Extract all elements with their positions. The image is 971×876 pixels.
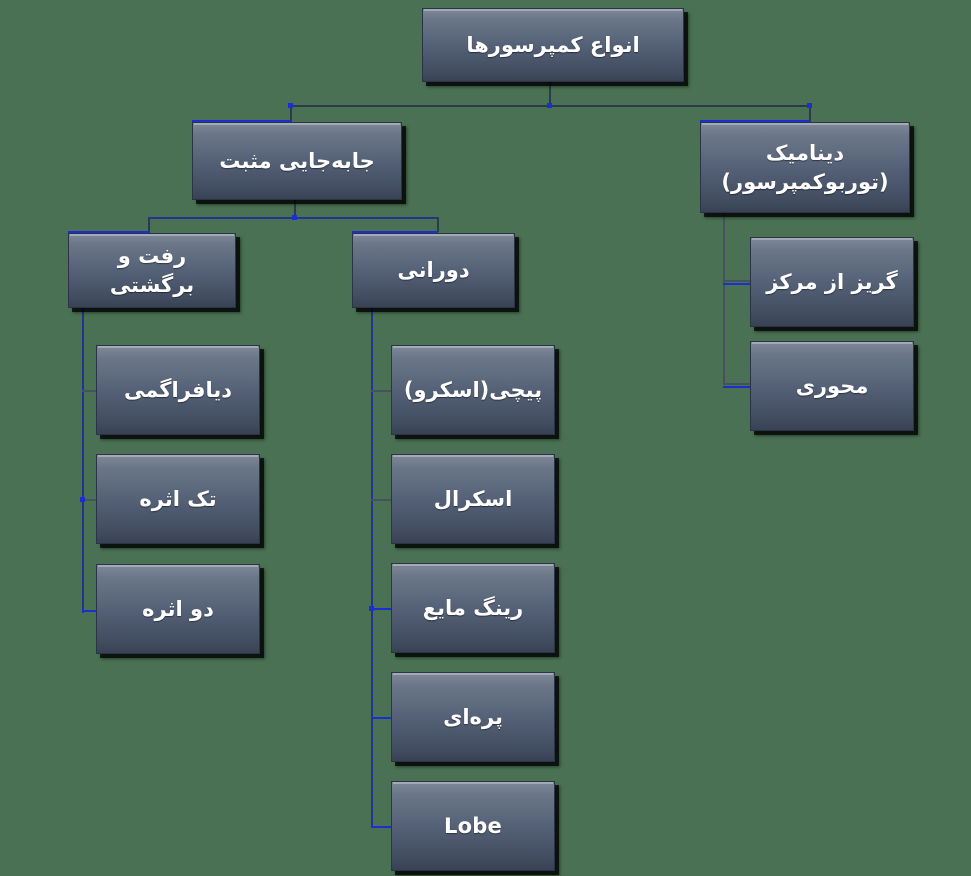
node-diaphragm[interactable]: دیافراگمی bbox=[96, 345, 260, 435]
connector-stub-lobe bbox=[371, 826, 391, 828]
connector-stub-vane bbox=[371, 717, 391, 719]
node-centrifugal[interactable]: گریز از مرکز bbox=[750, 237, 914, 327]
connector-rotary-spine bbox=[371, 308, 373, 826]
node-axial-label: محوری bbox=[795, 373, 869, 398]
node-root-label: انواع کمپرسورها bbox=[466, 32, 640, 57]
connector-to-reciprocating bbox=[148, 217, 150, 232]
node-diaphragm-label: دیافراگمی bbox=[123, 377, 233, 402]
node-scroll[interactable]: اسکرال bbox=[391, 454, 555, 544]
connector-positive-top-blue bbox=[192, 120, 291, 122]
connector-rotary-top-blue bbox=[352, 231, 438, 233]
connector-stub-screw bbox=[371, 390, 391, 392]
node-screw-label: پیچی(اسکرو) bbox=[403, 377, 543, 402]
node-scroll-label: اسکرال bbox=[433, 486, 513, 511]
node-vane[interactable]: پره‌ای bbox=[391, 672, 555, 762]
node-lobe-label: Lobe bbox=[444, 813, 502, 838]
connector-reciprocating-spine bbox=[82, 308, 84, 613]
node-single-acting-label: تک اثره bbox=[139, 486, 217, 511]
connector-positive-down bbox=[294, 200, 296, 218]
node-rotary[interactable]: دورانی bbox=[352, 233, 515, 308]
handle-bus-right bbox=[807, 103, 812, 108]
handle-positive-bus-center bbox=[292, 215, 297, 220]
connector-dynamic-top-blue bbox=[700, 120, 810, 122]
node-screw[interactable]: پیچی(اسکرو) bbox=[391, 345, 555, 435]
node-liquid-ring[interactable]: رینگ مایع bbox=[391, 563, 555, 653]
node-dynamic[interactable]: دینامیک (توربوکمپرسور) bbox=[700, 122, 910, 213]
node-liquid-ring-label: رینگ مایع bbox=[422, 595, 524, 620]
connector-dynamic-spine bbox=[723, 213, 725, 385]
node-single-acting[interactable]: تک اثره bbox=[96, 454, 260, 544]
handle-reciprocating-mid bbox=[80, 497, 85, 502]
node-vane-label: پره‌ای bbox=[443, 704, 503, 729]
node-double-acting-label: دو اثره bbox=[142, 596, 214, 621]
node-lobe[interactable]: Lobe bbox=[391, 781, 555, 871]
node-dynamic-label-line1: دینامیک bbox=[765, 141, 845, 166]
node-positive-displacement-label: جابه‌جایی مثبت bbox=[219, 148, 375, 173]
connector-stub-diaphragm bbox=[82, 390, 98, 392]
connector-root-down bbox=[549, 82, 551, 106]
connector-stub-axial bbox=[723, 386, 750, 388]
node-root[interactable]: انواع کمپرسورها bbox=[422, 8, 684, 82]
connector-bus-to-positive bbox=[290, 105, 292, 122]
node-rotary-label: دورانی bbox=[397, 258, 470, 283]
connector-to-rotary bbox=[437, 217, 439, 232]
connector-bus-to-dynamic bbox=[809, 105, 811, 122]
node-centrifugal-label: گریز از مرکز bbox=[766, 269, 898, 294]
connector-reciprocating-top-blue bbox=[68, 231, 150, 233]
node-positive-displacement[interactable]: جابه‌جایی مثبت bbox=[192, 122, 402, 200]
connector-stub-centrifugal-gray bbox=[723, 280, 750, 282]
connector-stub-scroll bbox=[371, 499, 391, 501]
handle-rotary-mid bbox=[369, 606, 374, 611]
handle-bus-center bbox=[547, 103, 552, 108]
handle-bus-left bbox=[288, 103, 293, 108]
connector-stub-double-acting bbox=[82, 610, 98, 612]
node-reciprocating[interactable]: رفت و برگشتی bbox=[68, 233, 236, 308]
node-dynamic-label-line2: (توربوکمپرسور) bbox=[721, 169, 889, 194]
connector-stub-centrifugal bbox=[723, 283, 750, 285]
node-double-acting[interactable]: دو اثره bbox=[96, 564, 260, 654]
node-reciprocating-label: رفت و برگشتی bbox=[109, 244, 195, 297]
connector-stub-single-acting bbox=[82, 499, 98, 501]
connector-stub-axial-gray bbox=[723, 383, 750, 385]
node-axial[interactable]: محوری bbox=[750, 341, 914, 431]
connector-stub-liquid-ring bbox=[371, 608, 391, 610]
